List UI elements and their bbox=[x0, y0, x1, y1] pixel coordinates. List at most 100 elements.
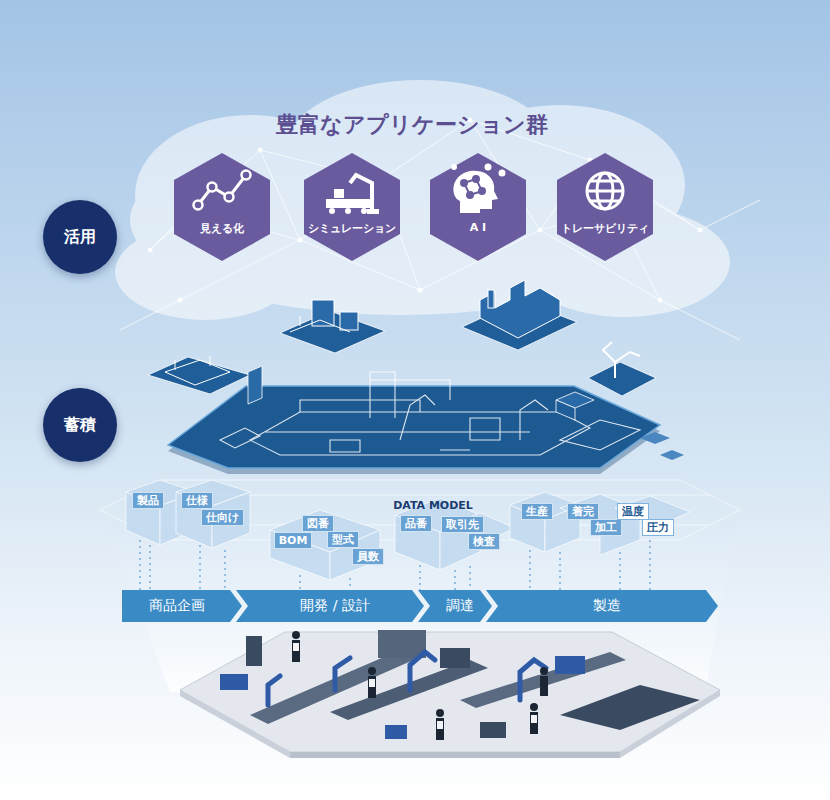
factory-floor-part bbox=[290, 752, 620, 758]
floating-machines-part bbox=[556, 400, 575, 420]
diagram-title: 豊富なアプリケーション群 bbox=[0, 110, 824, 140]
hexagon-shape-part bbox=[208, 183, 217, 192]
hexagon-shape-part-part bbox=[461, 180, 467, 186]
factory-floor-part-part bbox=[292, 631, 300, 639]
hexagon-shape-part-part bbox=[473, 176, 479, 182]
data-grid-part-part bbox=[270, 530, 330, 580]
process-chevron: 製造 bbox=[486, 590, 718, 622]
data-grid-part bbox=[126, 480, 690, 580]
factory-floor-part-part bbox=[368, 667, 376, 675]
hexagon-shape-part bbox=[194, 201, 203, 210]
platform-part-part bbox=[250, 412, 590, 455]
tile-label: 温度 bbox=[622, 505, 644, 518]
hexagon-shape-part bbox=[430, 153, 526, 261]
process-label: 開発 / 設計 bbox=[300, 597, 370, 615]
hexagon-shape-part bbox=[451, 164, 457, 170]
factory-floor-part-part bbox=[540, 667, 548, 675]
factory-floor-part bbox=[220, 674, 248, 690]
hexagon-shape-part bbox=[329, 208, 335, 214]
hexagon-shape-part bbox=[345, 208, 351, 214]
network-dots-part bbox=[658, 298, 663, 303]
tile-label: 圧力 bbox=[647, 521, 669, 534]
platform-part-part bbox=[220, 428, 360, 452]
tile-label: 生産 bbox=[526, 505, 548, 518]
floating-machines-part bbox=[603, 342, 640, 378]
data-grid bbox=[100, 480, 740, 590]
circle-label: 活用 bbox=[64, 227, 96, 248]
floating-machines-part bbox=[340, 312, 358, 330]
tile-label: 図番 bbox=[307, 517, 329, 530]
floating-machines-part bbox=[290, 316, 350, 332]
process-chevron: 商品企画 bbox=[122, 590, 242, 622]
tile-label: BOM bbox=[279, 534, 308, 547]
platform-part bbox=[220, 372, 640, 455]
data-tile: BOM bbox=[274, 532, 313, 549]
factory-floor-part bbox=[440, 648, 470, 668]
hexagon-shape-part-part bbox=[587, 173, 623, 209]
factory-floor-part-part bbox=[368, 676, 376, 698]
factory-floor-part bbox=[246, 636, 262, 666]
hexagon-shape-part bbox=[557, 153, 653, 261]
factory-floor-part bbox=[555, 656, 585, 674]
platform-part-part bbox=[560, 420, 640, 450]
factory-floor-part-part bbox=[292, 640, 300, 662]
tile-label: 取引先 bbox=[446, 518, 479, 531]
tile-label: 品番 bbox=[405, 517, 427, 530]
hexagon-shape-part bbox=[453, 171, 498, 213]
hexagon-shape bbox=[304, 153, 400, 261]
stage-circle: 活用 bbox=[43, 200, 117, 274]
floating-machines-part bbox=[488, 290, 494, 308]
platform-part-part bbox=[370, 372, 450, 418]
data-tile: 型式 bbox=[327, 531, 359, 548]
hexagon-label: A I bbox=[430, 221, 526, 234]
network-dots-part bbox=[418, 288, 423, 293]
tile-label: 仕様 bbox=[186, 494, 208, 507]
data-grid-part-part bbox=[420, 540, 650, 590]
data-grid-part-part bbox=[395, 515, 440, 570]
hexagon-shape-part bbox=[587, 173, 623, 209]
factory-floor-part-part bbox=[531, 715, 537, 723]
hexagon-shape-part bbox=[367, 209, 379, 214]
data-tile: 製品 bbox=[132, 492, 164, 509]
factory-floor-part-part bbox=[268, 676, 280, 705]
application-hexagon: シミュレーション bbox=[304, 153, 400, 261]
data-tile: 仕様 bbox=[181, 492, 213, 509]
factory-floor-part-part bbox=[530, 703, 538, 711]
hexagon-shape-part bbox=[461, 176, 485, 198]
floating-machines-part bbox=[148, 357, 250, 394]
hexagon-label: シミュレーション bbox=[304, 221, 400, 236]
data-grid-part-part bbox=[140, 540, 350, 590]
hexagon-shape-part-part bbox=[590, 181, 620, 201]
tile-label: 員数 bbox=[357, 550, 379, 563]
network-dots-part bbox=[538, 228, 543, 233]
platform bbox=[168, 372, 660, 474]
data-tile: 着完 bbox=[567, 503, 599, 520]
network-dots-part bbox=[298, 238, 303, 243]
hexagon-shape-part-part bbox=[479, 188, 485, 194]
hexagon-shape-part-part bbox=[467, 192, 473, 198]
process-label: 商品企画 bbox=[149, 597, 205, 615]
data-tile: 圧力 bbox=[642, 519, 674, 536]
floating-machines-part bbox=[640, 432, 670, 444]
factory-floor-part bbox=[560, 685, 700, 730]
floating-machines-part bbox=[248, 366, 262, 404]
application-hexagon: A I bbox=[430, 153, 526, 261]
tile-label: 加工 bbox=[595, 521, 617, 534]
application-hexagon: 見える化 bbox=[174, 153, 270, 261]
data-tile: 取引先 bbox=[441, 516, 484, 533]
factory-floor-part bbox=[180, 632, 720, 752]
hexagon-shape-part bbox=[485, 164, 492, 171]
hexagon-shape-part bbox=[225, 193, 234, 202]
factory-floor-part bbox=[180, 690, 290, 758]
network-lines bbox=[120, 120, 760, 340]
network-dots-part bbox=[258, 148, 263, 153]
factory-floor-part bbox=[385, 725, 407, 739]
hexagon-shape bbox=[557, 153, 653, 261]
data-tile: 検査 bbox=[468, 533, 500, 550]
data-tile: 図番 bbox=[302, 515, 334, 532]
hexagon-shape-part bbox=[174, 153, 270, 261]
factory-floor-part-part bbox=[437, 721, 443, 729]
platform-part-part bbox=[440, 418, 500, 450]
factory-floor-part bbox=[292, 631, 548, 740]
